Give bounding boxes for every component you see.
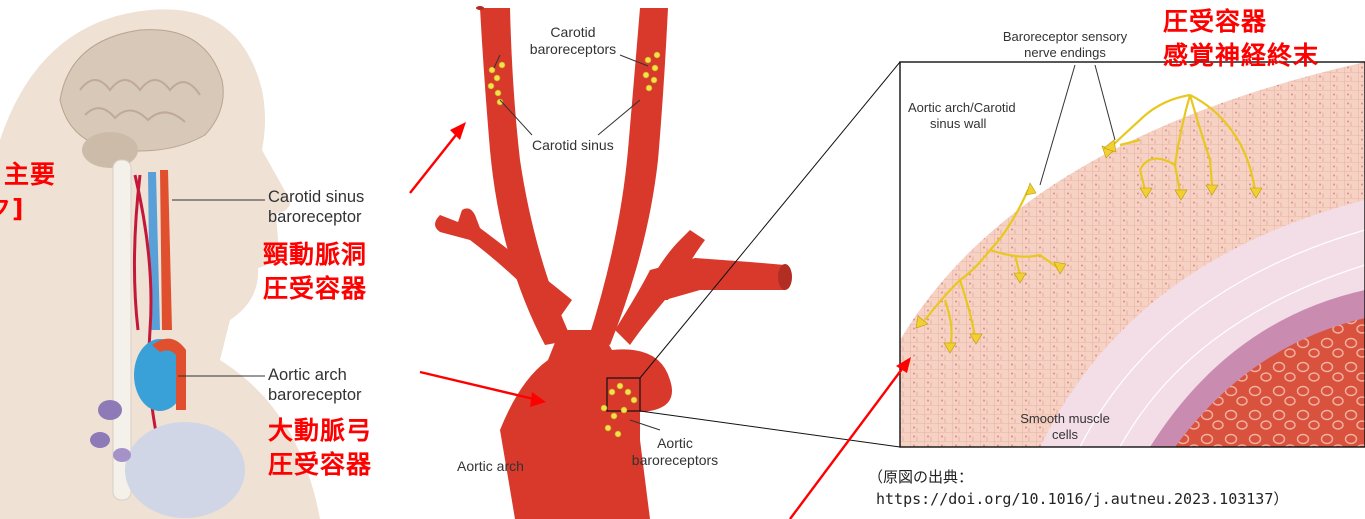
baroreceptor-sensory-nerve-endings-label: Baroreceptor sensory nerve endings [985, 29, 1145, 61]
carotid-sinus-baroreceptor-label: Carotid sinus baroreceptor [268, 187, 364, 227]
carotid-sinus-japanese-label: 頸動脈洞 圧受容器 [263, 238, 367, 306]
aortic-arch-label: Aortic arch [457, 458, 524, 475]
lung [125, 422, 245, 518]
cut-off-annotation: 主要 ク] [0, 158, 56, 226]
connector-top [640, 62, 900, 378]
smooth-muscle-cells-label: Smooth muscle cells [1010, 411, 1120, 443]
aortic-baroreceptors-label: Aortic baroreceptors [620, 435, 730, 469]
citation-label: （原図の出典： [868, 467, 973, 487]
carotid-baroreceptors-label: Carotid baroreceptors [518, 24, 628, 58]
carotid-sinus-label: Carotid sinus [532, 137, 614, 154]
aortic-arch-japanese-label: 大動脈弓 圧受容器 [268, 414, 372, 482]
right-branch-vessel [615, 258, 785, 345]
nerve-endings-japanese-label: 圧受容器 感覚神経終末 [1163, 5, 1319, 73]
aortic-arch-baroreceptor-label: Aortic arch baroreceptor [268, 365, 362, 405]
arterial-tree-illustration [435, 6, 792, 519]
citation-url: https://doi.org/10.1016/j.autneu.2023.10… [876, 489, 1288, 509]
stomach [98, 400, 122, 420]
aorta [500, 330, 672, 519]
cerebellum [82, 132, 138, 168]
vessel-wall-label: Aortic arch/Carotid sinus wall [908, 100, 1016, 132]
